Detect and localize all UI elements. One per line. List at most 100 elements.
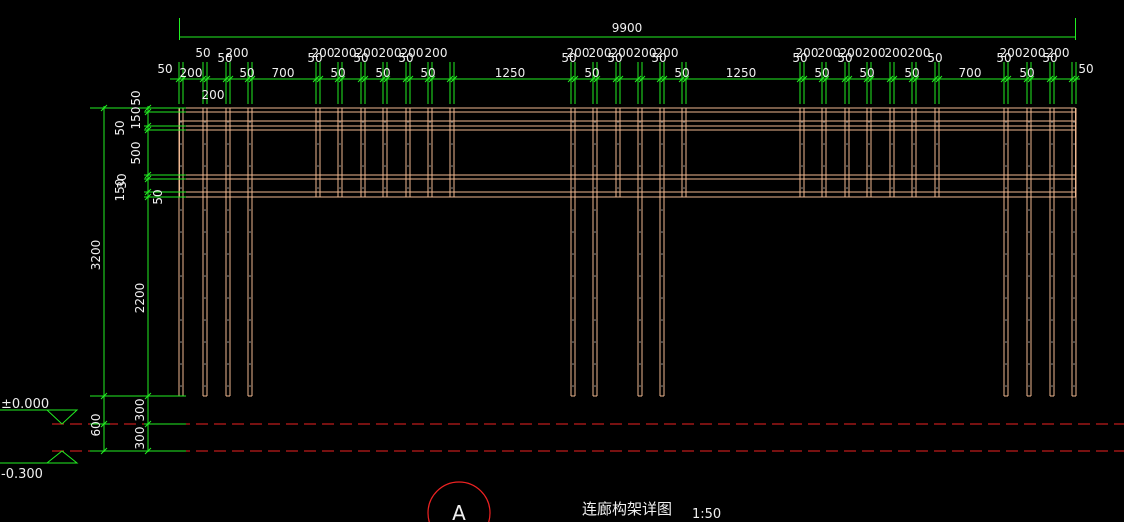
rebar-dot [362,165,364,167]
rebar-dot [317,143,319,145]
rebar-dot [1051,319,1053,321]
dim-tick [931,75,939,83]
rebar-dot [204,275,206,277]
rebar-dot [1005,341,1007,343]
rebar-dot [572,363,574,365]
dim-row2-text: 700 [272,66,295,80]
dim-tick [867,75,875,83]
dim-left-text: 50 [129,90,143,105]
dim-row2-text: 1250 [495,66,526,80]
dim-row2-text: 50 [353,51,368,65]
rebar-dot [204,341,206,343]
rebar-dot [936,143,938,145]
rebar-dot [661,341,663,343]
rebar-dot [249,319,251,321]
rebar-dot [227,363,229,365]
rebar-dot [639,385,641,387]
rebar-dot [249,275,251,277]
dim-tick [1050,75,1058,83]
rebar-dot [451,121,453,123]
rebar-dot [429,143,431,145]
rebar-dot [249,363,251,365]
rebar-dot [180,143,182,145]
rebar-dot [317,187,319,189]
dim-tick [678,75,686,83]
rebar-dot [1005,297,1007,299]
rebar-dot [594,385,596,387]
rebar-dot [204,121,206,123]
dim-row1-text: 200 [401,46,424,60]
rebar-dot [661,253,663,255]
rebar-dot [429,121,431,123]
dim-left-text: 50 [151,189,165,204]
rebar-dot [1028,363,1030,365]
rebar-dot [1073,187,1075,189]
dim-row2-text: 700 [959,66,982,80]
dim-left-text: 30 [115,173,129,188]
dim-tick [800,75,808,83]
dim-row1-text: 200 [356,46,379,60]
rebar-dot [683,143,685,145]
rebar-dot [204,209,206,211]
rebar-dot [227,297,229,299]
rebar-dot [1073,363,1075,365]
dim-row2-text: 50 [837,51,852,65]
dim-row2-text: 50 [157,62,172,76]
rebar-dot [1073,143,1075,145]
dim-tick [638,75,646,83]
dim-row1-text: 200 [611,46,634,60]
rebar-dot [661,297,663,299]
rebar-dot [249,231,251,233]
rebar-dot [639,275,641,277]
rebar-dot [429,187,431,189]
rebar-dot [180,187,182,189]
drawing-scale: 1:50 [692,507,721,522]
rebar-dot [362,187,364,189]
rebar-dot [572,275,574,277]
dim-tick [863,75,871,83]
rebar-dot [451,143,453,145]
rebar-dot [1005,275,1007,277]
dim-row1-text: 50 [195,46,210,60]
rebar-dot [617,187,619,189]
dim-tick [1004,75,1012,83]
rebar-dot [204,363,206,365]
dim-tick [144,108,152,116]
level-ground-text: ±0.000 [1,397,49,412]
dim-tick [656,75,664,83]
rebar-dot [1073,319,1075,321]
rebar-dot [180,297,182,299]
rebar-dot [1051,165,1053,167]
dim-tick [144,392,152,400]
rebar-dot [823,143,825,145]
rebar-dot [639,363,641,365]
dim-tick [634,75,642,83]
section-marker-circle [427,481,491,522]
rebar-dot [1051,341,1053,343]
dim-row1-text: 200 [885,46,908,60]
rebar-dot [429,165,431,167]
rebar-dot [204,297,206,299]
rebar-dot [227,341,229,343]
dim-row1-text: 200 [634,46,657,60]
rebar-dot [1005,363,1007,365]
rebar-dot [846,143,848,145]
dim-tick [450,75,458,83]
rebar-dot [1028,253,1030,255]
rebar-dot [407,187,409,189]
rebar-dot [594,231,596,233]
rebar-dot [249,187,251,189]
rebar-dot [1073,231,1075,233]
rebar-dot [913,165,915,167]
rebar-dot [384,165,386,167]
rebar-dot [572,253,574,255]
rebar-dot [1051,385,1053,387]
dim-row2-text: 50 [927,51,942,65]
dim-tick [593,75,601,83]
rebar-dot [891,187,893,189]
rebar-dot [1028,209,1030,211]
dim-tick [1027,75,1035,83]
rebar-dot [683,165,685,167]
rebar-dot [180,231,182,233]
rebar-dot [617,121,619,123]
